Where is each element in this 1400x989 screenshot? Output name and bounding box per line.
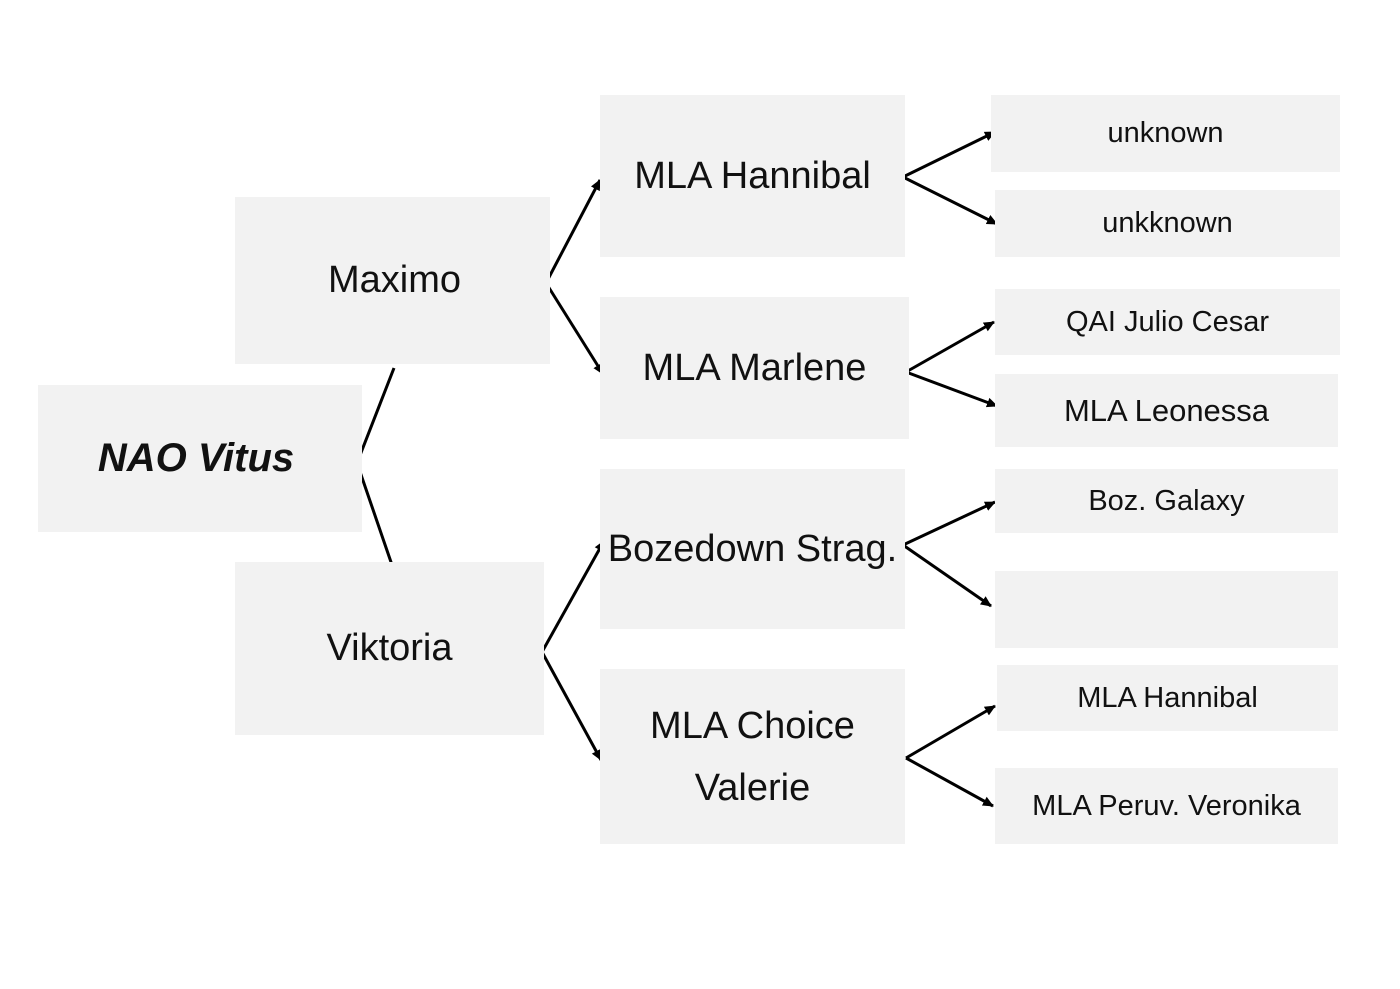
dam-name: Viktoria [326, 627, 453, 669]
sire-box: Maximo [235, 197, 550, 364]
root-to-parents-connector [355, 367, 396, 566]
maternal-grandsire-name: Bozedown Strag. [607, 528, 898, 570]
great-grandparent-name-4: MLA Leonessa [1063, 392, 1270, 428]
great-grandparent-box-5: Boz. Galaxy [995, 469, 1338, 533]
great-grandparent-box-4: MLA Leonessa [995, 374, 1338, 447]
root-animal-box: NAO Vitus [38, 385, 362, 532]
great-grandparent-name-3: QAI Julio Cesar [1065, 305, 1270, 338]
great-grandparent-name-1: unknown [1107, 117, 1224, 149]
great-grandparent-box-3: QAI Julio Cesar [995, 289, 1340, 355]
viktoria-to-sire-arrow [540, 540, 606, 653]
great-grandparent-name-5: Boz. Galaxy [1088, 484, 1245, 517]
great-grandparent-box-7: MLA Hannibal [997, 665, 1338, 731]
paternal-granddam-box: MLA Marlene [600, 297, 909, 439]
paternal-grandsire-name: MLA Hannibal [634, 155, 871, 197]
maternal-granddam-name-line2: Valerie [694, 766, 811, 809]
great-grandparent-name-2: unkknown [1102, 207, 1233, 239]
viktoria-to-dam-arrow [540, 651, 603, 761]
maximo-to-dam-arrow [544, 282, 605, 375]
hannibal-to-sire-arrow [902, 130, 996, 179]
great-grandparent-box-8: MLA Peruv. Veronika [995, 768, 1338, 844]
paternal-granddam-name: MLA Marlene [642, 347, 867, 389]
hannibal-to-dam-arrow [902, 175, 998, 226]
valerie-to-sire-arrow [905, 704, 996, 760]
marlene-to-dam-arrow [905, 370, 998, 408]
maternal-granddam-box: MLA Choice Valerie [600, 669, 905, 844]
great-grandparent-name-7: MLA Hannibal [1077, 681, 1258, 714]
dam-box: Viktoria [235, 562, 544, 735]
bozedown-to-sire-arrow [902, 500, 996, 547]
great-grandparent-box-2: unkknown [995, 190, 1340, 257]
great-grandparent-box-6 [995, 571, 1338, 648]
maximo-to-sire-arrow [544, 179, 602, 284]
great-grandparent-box-1: unknown [991, 95, 1340, 172]
maternal-grandsire-box: Bozedown Strag. [600, 469, 905, 629]
maternal-granddam-name-line1: MLA Choice [650, 704, 855, 747]
valerie-to-dam-arrow [905, 756, 994, 808]
sire-name: Maximo [327, 259, 462, 301]
paternal-grandsire-box: MLA Hannibal [600, 95, 905, 257]
marlene-to-sire-arrow [905, 320, 995, 374]
bozedown-to-dam-arrow [902, 543, 992, 608]
root-animal-name: NAO Vitus [97, 436, 295, 480]
great-grandparent-name-8: MLA Peruv. Veronika [1032, 789, 1301, 822]
